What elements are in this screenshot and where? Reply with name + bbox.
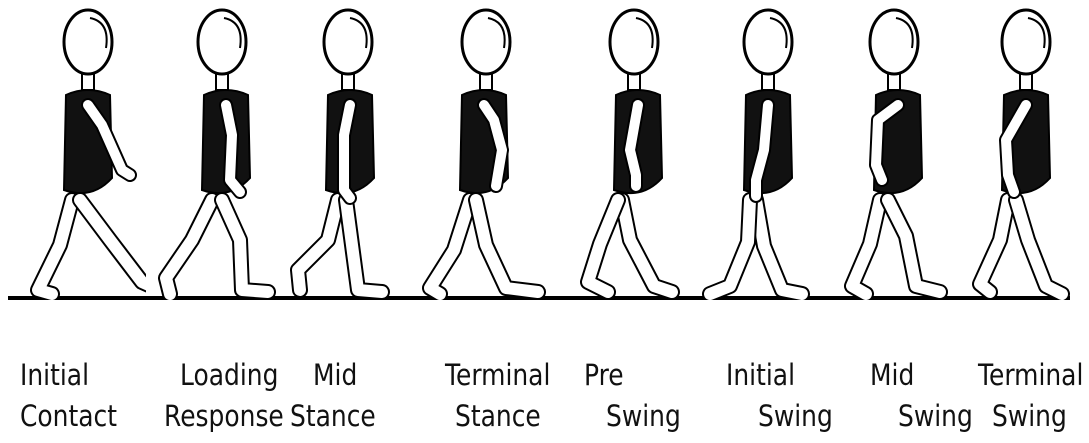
- phase-label-line2: Swing: [992, 398, 1067, 434]
- phase-label-line2: Swing: [898, 398, 973, 434]
- front-leg: [222, 200, 268, 292]
- back-leg: [430, 200, 470, 294]
- head: [1002, 10, 1050, 74]
- phase-label-line1: Terminal: [445, 357, 550, 393]
- phase-label-line2: Stance: [455, 398, 541, 434]
- phase-label-line2: Stance: [290, 398, 376, 434]
- head: [198, 10, 246, 74]
- figure-terminal-swing: [950, 0, 1086, 300]
- phase-label-line2: Contact: [20, 398, 117, 434]
- head: [870, 10, 918, 74]
- head: [610, 10, 658, 74]
- phase-label-line1: Initial: [726, 357, 795, 393]
- phase-label-line1: Pre: [584, 357, 624, 393]
- figure-initial-contact: [10, 0, 146, 300]
- head: [324, 10, 372, 74]
- back-leg: [980, 200, 1008, 292]
- figure-loading-response: [152, 0, 288, 300]
- phase-label-line1: Mid: [870, 357, 914, 393]
- back-leg: [756, 200, 802, 294]
- phase-label-line2: Swing: [606, 398, 681, 434]
- figure-mid-stance: [280, 0, 416, 300]
- phase-label-line1: Initial: [20, 357, 89, 393]
- figure-initial-swing: [690, 0, 826, 300]
- front-leg: [710, 200, 750, 294]
- head: [64, 10, 112, 74]
- head: [462, 10, 510, 74]
- figure-terminal-stance: [410, 0, 546, 300]
- front-leg: [888, 200, 940, 292]
- back-leg: [622, 200, 672, 292]
- head: [744, 10, 792, 74]
- phase-label-line2: Response: [164, 398, 284, 434]
- phase-label-line2: Swing: [758, 398, 833, 434]
- figure-pre-swing: [560, 0, 696, 300]
- phase-label-line1: Loading: [180, 357, 278, 393]
- phase-label-line1: Terminal: [978, 357, 1083, 393]
- front-leg: [80, 200, 146, 290]
- phase-label-line1: Mid: [313, 357, 357, 393]
